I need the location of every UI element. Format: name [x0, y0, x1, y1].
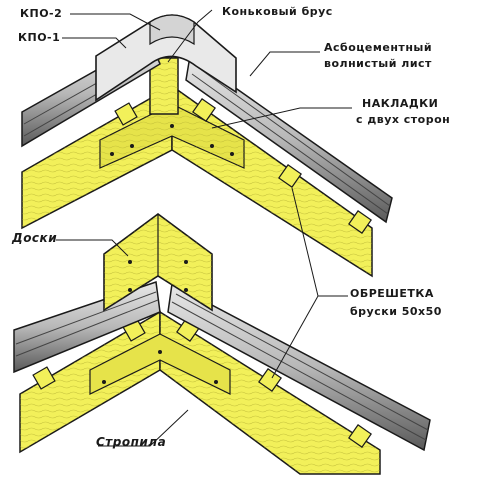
leader-lines: [56, 9, 352, 447]
label-rafters: Стропила: [96, 435, 167, 449]
bottom-sheets: [13, 280, 431, 452]
bottom-rafters: [19, 310, 381, 475]
bottom-assembly: [13, 213, 431, 475]
label-asbestos-line1: Асбоцементный: [324, 41, 433, 54]
label-ridge-beam: Коньковый брус: [222, 5, 333, 18]
label-overlay-line1: НАКЛАДКИ: [362, 97, 439, 110]
label-lathing-line2: бруски 50х50: [350, 305, 442, 318]
label-asbestos-line2: волнистый лист: [324, 57, 432, 70]
top-ridge-cap: [95, 14, 237, 102]
top-lathing: [114, 98, 372, 234]
top-rafters: [21, 84, 373, 278]
label-kpo1: КПО-1: [18, 31, 61, 44]
bottom-boards: [103, 213, 213, 312]
label-boards: Доски: [12, 231, 58, 245]
label-kpo2: КПО-2: [20, 7, 63, 20]
label-lathing-line1: ОБРЕШЕТКА: [350, 287, 434, 300]
top-assembly: [21, 14, 393, 278]
label-overlay-line2: с двух сторон: [356, 113, 451, 126]
